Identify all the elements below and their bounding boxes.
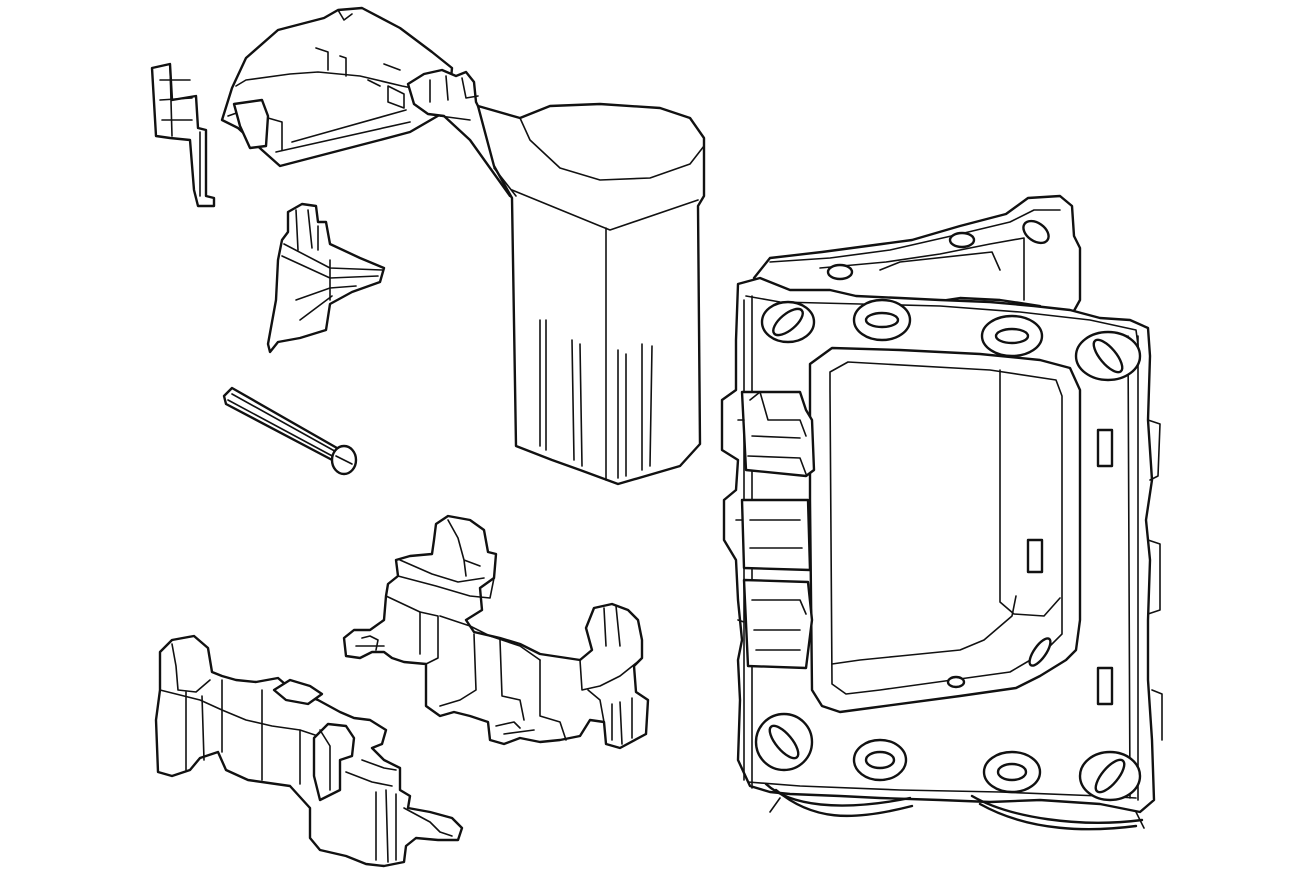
small-clip-bracket	[266, 202, 386, 354]
mounting-clamp-left	[154, 634, 464, 868]
slotted-screw	[222, 386, 358, 476]
mounting-frame	[720, 194, 1163, 831]
funnel-bracket-assembly	[150, 6, 706, 486]
mounting-clamp-right	[342, 514, 650, 750]
